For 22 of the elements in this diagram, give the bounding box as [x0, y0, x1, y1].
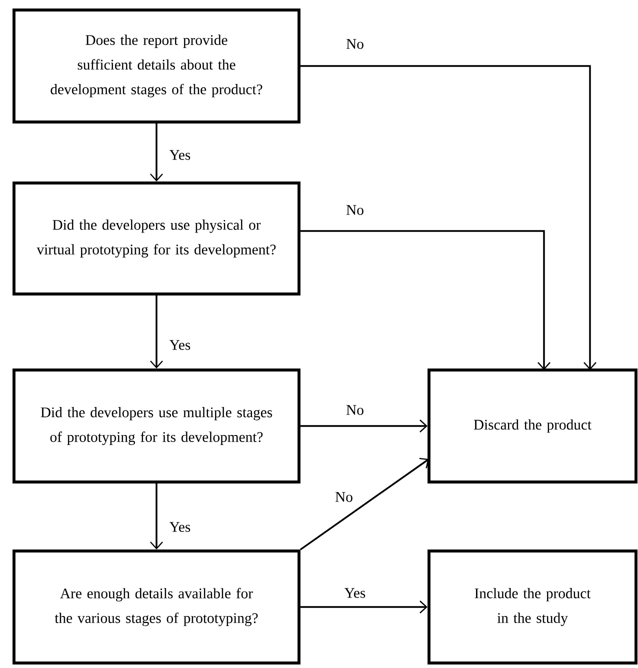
- edge-label: No: [344, 404, 366, 416]
- arrow: [300, 65, 596, 370]
- arrow: [300, 458, 429, 550]
- edge-label: Yes: [343, 586, 367, 600]
- arrow: [150, 295, 163, 369]
- edge-label: No: [344, 204, 366, 216]
- edge-label: No: [344, 38, 366, 50]
- process-box: Does the report provide sufficient details about the development stages of the product?: [12, 8, 300, 124]
- process-box: Are enough details available for the various stages of prototyping?: [12, 550, 300, 664]
- edge-label: Yes: [168, 148, 192, 162]
- arrow: [150, 483, 163, 550]
- arrow: [300, 420, 428, 432]
- arrow: [300, 230, 550, 370]
- edge-label: Yes: [168, 338, 192, 352]
- process-box: Did the developers use multiple stages of prototyping for its development?: [12, 368, 300, 484]
- process-box: Did the developers use physical or virtual prototyping for its development?: [12, 182, 300, 296]
- process-box: Discard the product: [428, 368, 638, 484]
- arrow: [300, 600, 428, 614]
- arrow: [150, 123, 163, 182]
- process-box: Include the product in the study: [428, 550, 638, 664]
- edge-label: Yes: [168, 520, 192, 534]
- edge-label: No: [334, 490, 354, 504]
